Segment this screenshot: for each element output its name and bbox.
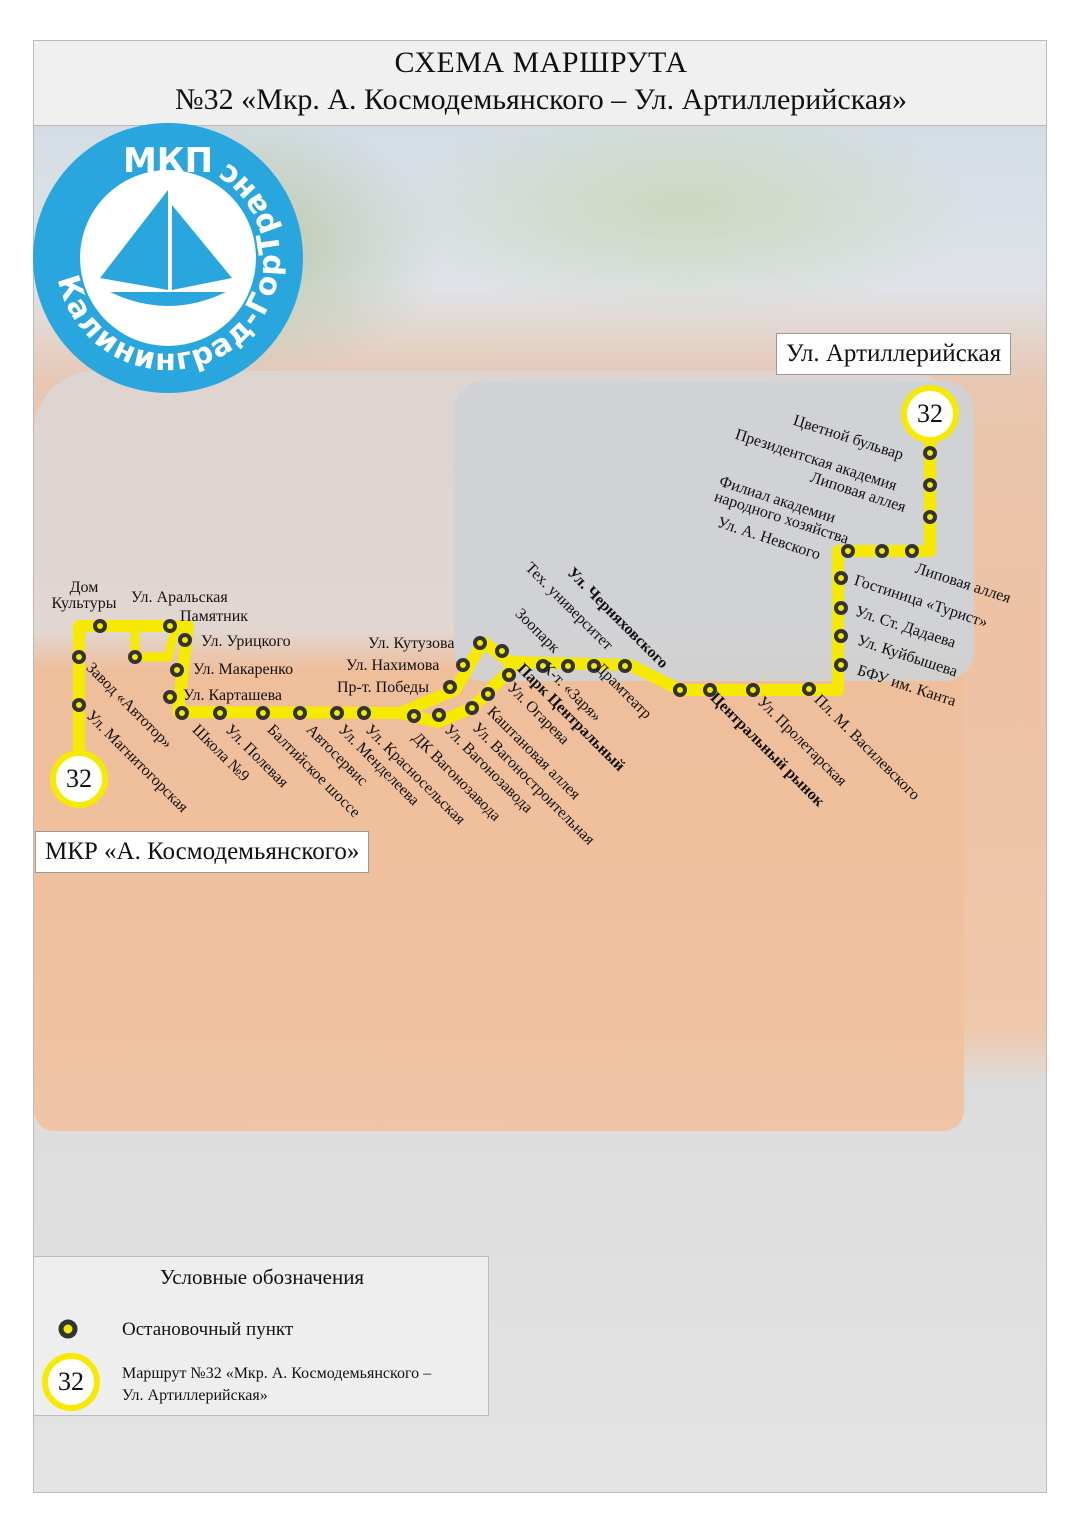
stop-marker bbox=[256, 706, 270, 720]
bus-windshield bbox=[454, 381, 974, 681]
legend-route-badge: 32 bbox=[42, 1353, 100, 1411]
title-line2: №32 «Мкр. А. Космодемьянского – Ул. Арти… bbox=[175, 83, 907, 116]
stop-marker bbox=[407, 709, 421, 723]
stop-label: Ул. Карташева bbox=[183, 687, 283, 704]
stop-marker bbox=[875, 544, 889, 558]
stop-label: Ул. Нахимова bbox=[346, 657, 440, 674]
stop-marker bbox=[746, 683, 760, 697]
stop-marker bbox=[293, 706, 307, 720]
stop-label: Ул. Урицкого bbox=[201, 633, 291, 650]
stop-icon bbox=[58, 1319, 78, 1339]
stop-label: Пр-т. Победы bbox=[337, 679, 429, 696]
stop-marker bbox=[673, 683, 687, 697]
stops bbox=[72, 446, 937, 723]
stop-marker bbox=[802, 682, 816, 696]
legend-stop-label: Остановочный пункт bbox=[122, 1319, 294, 1340]
stop-marker bbox=[841, 544, 855, 558]
stop-marker bbox=[923, 510, 937, 524]
legend: Условные обозначения Остановочный пункт … bbox=[33, 1256, 489, 1416]
stop-marker bbox=[587, 659, 601, 673]
stop-label: Памятник bbox=[180, 608, 249, 625]
stop-marker bbox=[465, 701, 479, 715]
title-line1: СХЕМА МАРШРУТА bbox=[394, 46, 688, 79]
stop-marker bbox=[163, 690, 177, 704]
start-terminal-label: МКР «А. Космодемьянского» bbox=[35, 831, 370, 873]
route-badge-end: 32 bbox=[901, 385, 959, 443]
legend-route-line2: Ул. Артиллерийская» bbox=[122, 1386, 268, 1404]
stop-label: Дом Культуры bbox=[51, 579, 117, 612]
stop-marker bbox=[128, 650, 142, 664]
stop-marker bbox=[923, 446, 937, 460]
route-badge-start: 32 bbox=[50, 750, 108, 808]
stop-marker bbox=[456, 658, 470, 672]
stop-marker bbox=[536, 659, 550, 673]
stop-marker bbox=[618, 659, 632, 673]
stop-marker bbox=[213, 706, 227, 720]
stop-label: Ул. Макаренко bbox=[193, 661, 294, 678]
stop-marker bbox=[923, 478, 937, 492]
stop-marker bbox=[93, 619, 107, 633]
stop-marker bbox=[72, 698, 86, 712]
stop-marker bbox=[178, 633, 192, 647]
stop-marker bbox=[834, 629, 848, 643]
logo: Калининград-ГорТранс МКП bbox=[33, 123, 303, 393]
stop-marker bbox=[357, 706, 371, 720]
stop-marker bbox=[834, 658, 848, 672]
stop-marker bbox=[443, 680, 457, 694]
stop-marker bbox=[72, 650, 86, 664]
stop-marker bbox=[703, 683, 717, 697]
logo-top-text: МКП bbox=[123, 141, 213, 181]
legend-route-line1: Маршрут №32 «Мкр. А. Космодемьянского – bbox=[122, 1365, 432, 1382]
stop-marker bbox=[175, 706, 189, 720]
stop-marker bbox=[473, 636, 487, 650]
stop-label: Ул. Аральская bbox=[131, 589, 228, 606]
stop-marker bbox=[502, 668, 516, 682]
stop-marker bbox=[561, 659, 575, 673]
stop-marker bbox=[432, 708, 446, 722]
stop-marker bbox=[163, 619, 177, 633]
stop-marker bbox=[834, 571, 848, 585]
stop-marker bbox=[905, 544, 919, 558]
legend-title: Условные обозначения bbox=[159, 1265, 365, 1289]
end-terminal-label: Ул. Артиллерийская bbox=[776, 333, 1012, 375]
stop-marker bbox=[834, 601, 848, 615]
title-bar: СХЕМА МАРШРУТА №32 «Мкр. А. Космодемьянс… bbox=[34, 41, 1046, 126]
stop-marker bbox=[481, 687, 495, 701]
stop-marker bbox=[330, 706, 344, 720]
legend-route-label: Маршрут №32 «Мкр. А. Космодемьянского – У… bbox=[122, 1363, 431, 1406]
stop-marker bbox=[495, 644, 509, 658]
stop-marker bbox=[170, 663, 184, 677]
stop-label: Ул. Кутузова bbox=[368, 635, 455, 652]
